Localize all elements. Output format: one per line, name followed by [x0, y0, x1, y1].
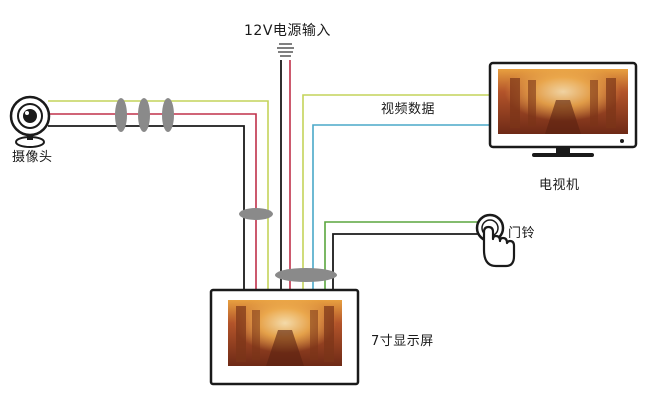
wire-black-camera — [48, 125, 245, 290]
wire-black-doorbell — [332, 233, 478, 290]
connector-oval — [239, 208, 273, 220]
indoor-monitor-icon — [209, 288, 360, 386]
tv-cable — [302, 94, 492, 290]
webcam-icon — [9, 95, 51, 148]
camera-label: 摄像头 — [12, 150, 53, 165]
connector-oval — [275, 268, 337, 282]
power-plug-icon — [277, 43, 294, 57]
power-cable — [280, 60, 291, 290]
tv-label: 电视机 — [539, 178, 580, 193]
wire-red-camera — [48, 113, 257, 290]
connectors — [115, 98, 337, 282]
video-data-label: 视频数据 — [381, 102, 436, 117]
doorbell-label: 门铃 — [508, 226, 536, 241]
tv-monitor-icon — [488, 61, 638, 157]
power-input-label: 12V电源输入 — [244, 23, 331, 39]
camera-cable — [48, 100, 269, 290]
wire-green-doorbell — [324, 221, 478, 290]
wire-yellow-tv — [302, 94, 492, 290]
connector-oval — [162, 98, 174, 132]
doorbell-cable — [324, 221, 478, 290]
display-label: 7寸显示屏 — [371, 334, 434, 349]
connector-oval — [115, 98, 127, 132]
connector-oval — [138, 98, 150, 132]
doorbell-press-icon — [475, 213, 516, 268]
wire-yellow-camera — [48, 100, 269, 290]
wire-blue-tv — [312, 124, 492, 290]
